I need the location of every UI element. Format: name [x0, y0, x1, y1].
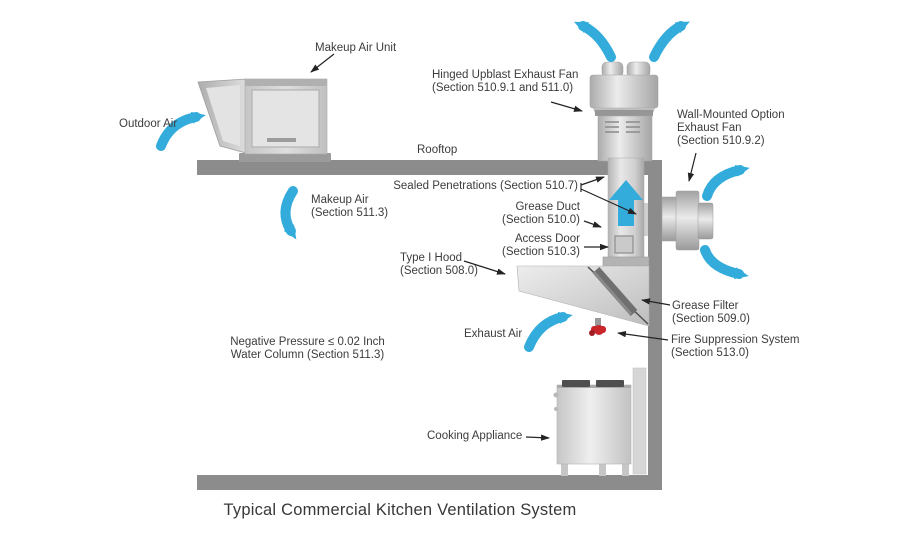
label-text: Rooftop [417, 144, 458, 156]
label-text: Grease Duct [515, 201, 580, 213]
label-type-i-hood: Type I Hood (Section 508.0) [400, 252, 478, 278]
cooking-appliance-figure [553, 367, 647, 476]
floor-slab [197, 475, 662, 490]
airflow-arrows [156, 21, 750, 352]
label-text: (Section 510.0) [502, 214, 580, 226]
label-makeup-air: Makeup Air (Section 511.3) [311, 194, 388, 220]
leader-hinged-fan [550, 101, 583, 112]
label-cooking-appliance: Cooking Appliance [427, 430, 522, 443]
building-structure [197, 160, 666, 490]
leader-sealed-roof [580, 176, 605, 186]
rooftop-slab [197, 160, 662, 175]
wall-fan-figure [661, 190, 714, 251]
leader-makeup-air-unit [310, 53, 335, 73]
label-text: Sealed Penetrations (Section 510.7) [393, 180, 578, 192]
upblast-fan-figure [589, 61, 659, 162]
label-text: (Section 513.0) [671, 347, 749, 359]
leader-grease-duct [583, 220, 602, 228]
outdoor-air-arrow [156, 111, 206, 151]
burner [562, 380, 590, 387]
label-outdoor-air: Outdoor Air [119, 118, 177, 131]
grease-filter-figure [592, 267, 638, 316]
label-negative-pressure: Negative Pressure ≤ 0.02 Inch Water Colu… [210, 336, 405, 362]
label-text: Hinged Upblast Exhaust Fan [432, 69, 579, 81]
label-text: Water Column (Section 511.3) [230, 349, 385, 361]
leader-wall-fan [687, 152, 697, 182]
fan-vent-slots [605, 121, 640, 133]
makeup-air-unit-figure [197, 78, 331, 162]
label-text: (Section 509.0) [672, 313, 750, 325]
access-door-figure [614, 235, 634, 254]
fan-exhaust-left-arrow [573, 21, 616, 62]
right-wall [648, 160, 662, 490]
label-fire-suppression: Fire Suppression System (Section 513.0) [671, 334, 799, 360]
label-hinged-fan: Hinged Upblast Exhaust Fan (Section 510.… [432, 69, 578, 95]
label-text: (Section 510.9.2) [677, 135, 765, 147]
label-text: (Section 510.9.1 and 511.0) [432, 82, 574, 94]
label-grease-duct: Grease Duct (Section 510.0) [502, 201, 580, 227]
exhaust-air-arrow [524, 311, 573, 352]
makeup-air-down-arrow [280, 186, 298, 240]
label-sealed-penetrations: Sealed Penetrations (Section 510.7) [393, 180, 578, 193]
hood-figure [516, 265, 650, 327]
label-text: (Section 508.0) [400, 265, 478, 277]
burner [596, 380, 624, 387]
label-text: Type I Hood [400, 252, 463, 264]
label-text: Exhaust Fan [677, 122, 742, 134]
label-text: Outdoor Air [119, 118, 178, 130]
label-text: Grease Filter [672, 300, 739, 312]
label-text: Wall-Mounted Option [677, 109, 785, 121]
label-exhaust-air: Exhaust Air [464, 328, 522, 341]
label-leader-lines [310, 53, 697, 441]
label-text: Fire Suppression System [671, 334, 800, 346]
fan-exhaust-right-arrow [649, 21, 690, 62]
label-text: Cooking Appliance [427, 430, 523, 442]
leader-grease-filter [641, 298, 671, 306]
wall-fan-upper-arrow [702, 165, 750, 201]
leader-cooking-appliance [525, 434, 550, 441]
label-text: Exhaust Air [464, 328, 523, 340]
label-rooftop: Rooftop [417, 144, 457, 157]
leader-type-i-hood [463, 260, 506, 275]
label-access-door: Access Door (Section 510.3) [502, 233, 580, 259]
label-makeup-air-unit: Makeup Air Unit [315, 42, 396, 55]
label-text: Makeup Air [311, 194, 369, 206]
label-grease-filter: Grease Filter (Section 509.0) [672, 300, 750, 326]
duct-up-arrow [609, 180, 643, 226]
diagram-title: Typical Commercial Kitchen Ventilation S… [223, 501, 577, 519]
label-text: Access Door [514, 233, 580, 245]
fire-nozzle-figure [589, 318, 606, 336]
label-text: Makeup Air Unit [315, 42, 397, 54]
leader-fire-suppression [617, 330, 669, 341]
label-text: Negative Pressure ≤ 0.02 Inch [230, 336, 385, 348]
wall-fan-lower-arrow [700, 245, 749, 280]
label-wall-fan: Wall-Mounted Option Exhaust Fan (Section… [677, 109, 785, 148]
label-text: (Section 511.3) [311, 207, 389, 219]
label-text: (Section 510.3) [502, 246, 580, 258]
leader-sealed-wall [580, 188, 637, 215]
